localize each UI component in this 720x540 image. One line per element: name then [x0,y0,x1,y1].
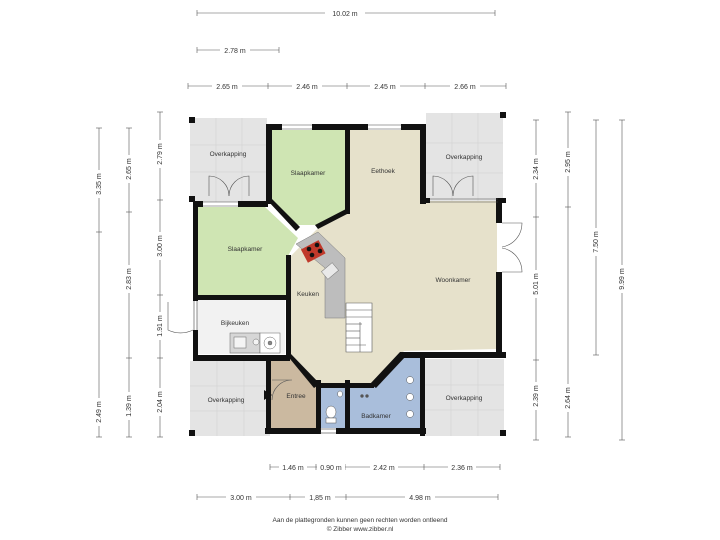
door-swings [167,175,523,401]
room-fill-overkapping-bl [190,361,270,436]
room-label-overkapping-tr: Overkapping [446,154,483,161]
room-fill-overkapping-tl [190,118,267,202]
dim-bottom-outer-2: 1,85 m [309,495,331,502]
room-label-keuken: Keuken [297,291,319,298]
room-label-overkapping-br: Overkapping [446,395,483,402]
dim-top-2: 2.46 m [296,84,318,91]
dim-left-inner-4: 2.04 m [157,391,164,413]
dim-left-inner-1: 2.79 m [157,143,164,165]
dim-left-inner-3: 1.91 m [157,315,164,337]
room-fill-overkapping-tr [426,113,503,203]
dim-left-mid-3: 1.39 m [126,395,133,417]
dim-right-inner-2: 5.01 m [533,273,540,295]
dim-right-mid-1: 2.95 m [565,151,572,173]
room-fill-slaapkamer-2 [197,207,298,296]
dim-top-1: 2.65 m [216,84,238,91]
dim-bottom-inner-2: 0.90 m [320,465,342,472]
room-label-entree: Entree [286,393,306,400]
room-label-badkamer: Badkamer [361,413,391,420]
dim-right-inner-3: 2.39 m [533,385,540,407]
room-label-slaapkamer-2: Slaapkamer [228,246,264,253]
room-fill-overkapping-br [424,359,504,436]
dim-left-mid-2: 2.83 m [126,268,133,290]
room-fill-slaapkamer-1 [271,130,346,225]
kitchen-counter [295,231,346,319]
room-fill-woonkamer [290,130,497,384]
dim-bottom-outer-1: 3.00 m [230,495,252,502]
room-label-overkapping-tl: Overkapping [210,151,247,158]
dim-top-4: 2.66 m [454,84,476,91]
bathroom-fixtures [325,376,414,424]
dim-left-inner-2: 3.00 m [157,235,164,257]
utility-fixtures [229,332,281,354]
disclaimer-text: Aan de plattegronden kunnen geen rechten… [272,517,448,524]
dim-bottom-inner-4: 2.36 m [451,465,473,472]
staircase [345,302,373,353]
dimension-label-backgrounds [94,8,627,502]
room-label-overkapping-bl: Overkapping [208,397,245,404]
terrace-tile-lines [190,113,504,436]
entrance-arrow-icon [264,390,272,400]
windows [193,124,498,434]
dim-bottom-inner-1: 1.46 m [282,465,304,472]
dim-right-outer-1: 7.50 m [593,231,600,253]
room-label-bijkeuken: Bijkeuken [221,320,250,327]
dim-left-outer-2: 2.49 m [96,401,103,423]
dim-left-mid-1: 2.65 m [126,158,133,180]
room-label-slaapkamer-1: Slaapkamer [291,170,327,177]
dim-right-outer-2: 9.99 m [619,268,626,290]
dim-upper-span: 2.78 m [224,48,246,55]
room-fill-badkamer [349,357,422,428]
dim-right-inner-1: 2.34 m [533,158,540,180]
dim-bottom-inner-3: 2.42 m [373,465,395,472]
dim-left-outer-1: 3.35 m [96,173,103,195]
room-label-eethoek: Eethoek [371,168,396,175]
dim-right-mid-2: 2.64 m [565,387,572,409]
dim-total-width: 10.02 m [332,11,357,18]
dim-bottom-outer-3: 4.98 m [409,495,431,502]
dim-top-3: 2.45 m [374,84,396,91]
room-label-woonkamer: Woonkamer [436,277,472,284]
copyright-text: © Zibber www.zibber.nl [326,526,394,533]
